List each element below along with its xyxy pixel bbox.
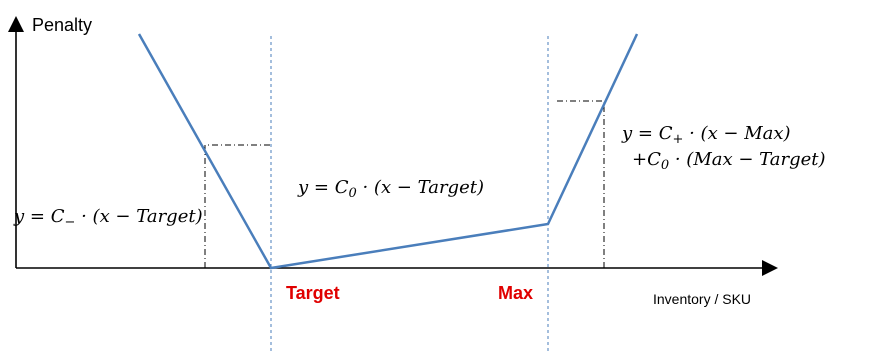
right-slope-guide <box>556 100 605 268</box>
left-slope-guide <box>204 144 271 268</box>
formula-right-line2: +C0 · (Max − Target) <box>632 149 826 173</box>
max-label: Max <box>498 283 533 303</box>
formula-left: y = C− · (x − Target) <box>13 206 203 230</box>
penalty-curve <box>137 33 639 270</box>
target-label: Target <box>286 283 340 303</box>
formula-right-line1: y = C+ · (x − Max) <box>621 123 791 147</box>
formula-middle: y = C0 · (x − Target) <box>297 177 484 201</box>
y-axis-label: Penalty <box>32 15 92 35</box>
x-axis-label: Inventory / SKU <box>653 291 751 307</box>
